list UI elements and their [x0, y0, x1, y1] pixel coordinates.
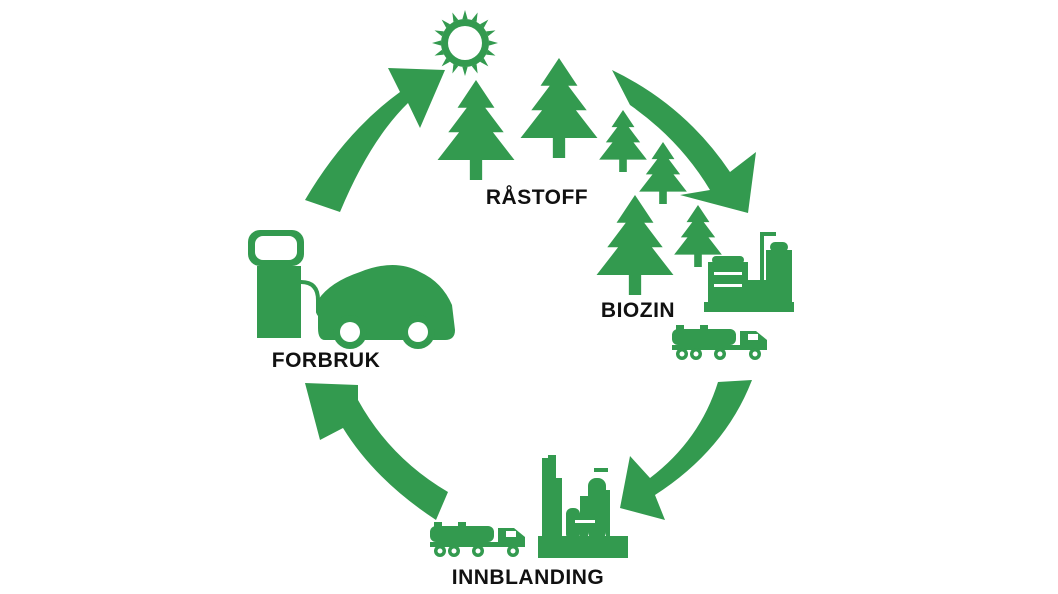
tree-icon [599, 110, 647, 172]
arrow-to-biofuel [612, 70, 756, 213]
fuel-pump-icon [248, 230, 331, 338]
biofuel-label: BIOZIN [601, 299, 675, 322]
sun-ray [434, 49, 444, 56]
tree-icon [639, 142, 687, 204]
tree-icon [520, 58, 598, 158]
sun-ray [488, 40, 498, 46]
tree-icon [437, 80, 515, 180]
raw-material-stage [432, 10, 722, 295]
raw-material-label: RÅSTOFF [486, 185, 588, 209]
cycle-arrows [305, 68, 756, 520]
arrow-to-blending [620, 380, 752, 520]
sun-ray [452, 64, 459, 74]
sun-ray [441, 58, 450, 67]
sun-ray [462, 66, 468, 76]
sun-ray [486, 30, 496, 37]
sun-ray [432, 40, 442, 46]
blending-stage [430, 455, 628, 558]
tanker-truck-icon [672, 325, 767, 360]
consumption-stage [248, 230, 455, 349]
sun-ray [471, 12, 478, 22]
blending-label: INNBLANDING [452, 566, 605, 589]
sun-ray [434, 30, 444, 37]
biofuel-stage [672, 232, 794, 360]
tree-icon [596, 195, 674, 295]
sun-icon [432, 10, 498, 76]
sun-ray [452, 12, 459, 22]
sun-ray [480, 19, 489, 28]
arrow-to-raw-material [305, 68, 445, 212]
sun-ray [486, 49, 496, 56]
car-icon [318, 265, 455, 349]
refinery-icon [538, 455, 628, 558]
consumption-label: FORBRUK [272, 349, 381, 372]
factory-icon [704, 232, 794, 312]
sun-ray [441, 19, 450, 28]
sun-ray [462, 10, 468, 20]
tanker-truck-icon [430, 522, 525, 557]
sun-ray [480, 58, 489, 67]
arrow-to-consumption [305, 383, 448, 520]
sun-ray [471, 64, 478, 74]
